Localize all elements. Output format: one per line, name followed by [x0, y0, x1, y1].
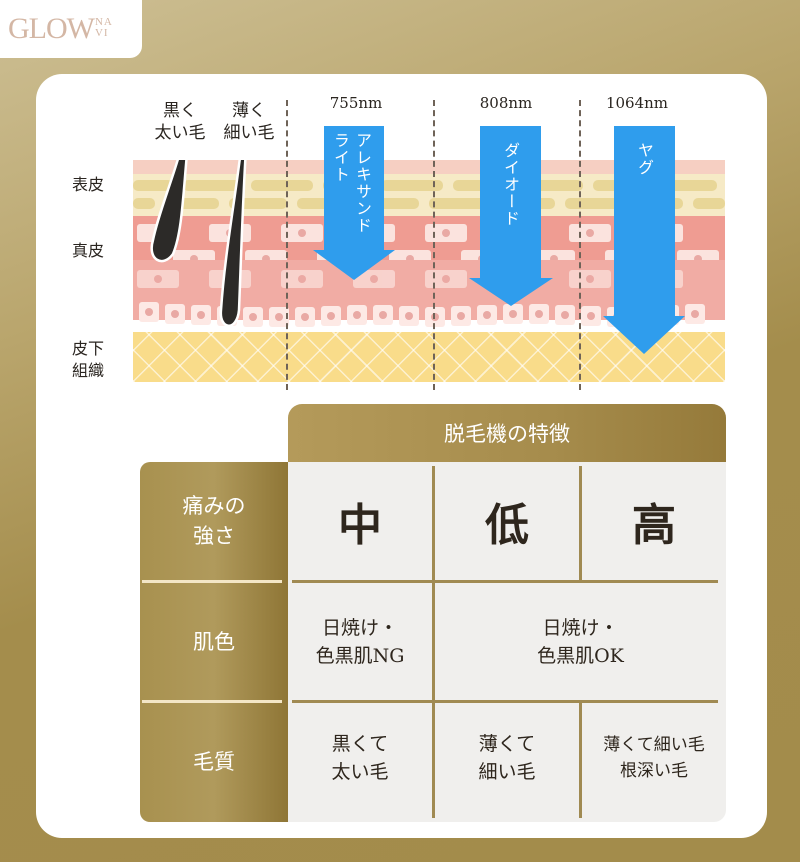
cell-pain-alexandrite: 中: [338, 500, 382, 551]
row-header-column: 痛みの 強さ 肌色 毛質: [140, 462, 288, 822]
wavelength-755: 755nm: [329, 94, 383, 112]
cell-skin-alexandrite: 日焼け・ 色黒肌NG: [315, 616, 405, 667]
table-title: 脱毛機の特徴: [288, 404, 726, 462]
epidermis-top: [133, 160, 725, 174]
grid-line: [292, 700, 718, 703]
layer-label-subcutaneous: 皮下 組織: [72, 339, 105, 380]
hair-follicle-icons: [150, 160, 247, 327]
cell-skin-diode-yag: 日焼け・ 色黒肌OK: [537, 616, 624, 667]
grid-line: [292, 580, 718, 583]
row-header-hair-type: 毛質: [193, 750, 235, 774]
grid-line: [432, 466, 435, 818]
cell-pain-yag: 高: [632, 500, 676, 551]
row-header-skin-color: 肌色: [193, 630, 235, 654]
divider-dashed: [579, 100, 581, 390]
logo-text: GLOW: [8, 12, 95, 45]
divider-dashed: [286, 100, 288, 390]
cell-hair-yag: 薄くて細い毛 根深い毛: [603, 735, 705, 781]
cell-hair-diode: 薄くて 細い毛: [478, 733, 536, 783]
divider-dashed: [433, 100, 435, 390]
wavelength-1064: 1064nm: [605, 94, 669, 112]
row-header-pain: 痛みの 強さ: [182, 494, 246, 548]
grid-line: [579, 466, 582, 580]
hair-label-thin: 薄く 細い毛: [223, 101, 275, 143]
layer-label-dermis: 真皮: [72, 241, 105, 260]
logo: GLOW NA VI: [0, 0, 142, 58]
laser-name: ヤグ: [635, 142, 654, 176]
table-cells: 中 低 高 日焼け・ 色黒肌NG 日焼け・ 色黒肌OK 黒くて 太い毛 薄くて …: [288, 462, 726, 822]
hair-label-thick: 黒く 太い毛: [154, 101, 206, 143]
layer-label-epidermis: 表皮: [72, 175, 105, 194]
grid-line: [579, 703, 582, 818]
logo-subtext: NA VI: [94, 16, 113, 39]
row-divider: [142, 700, 282, 703]
row-divider: [142, 580, 282, 583]
laser-name: ダイオード: [501, 142, 520, 227]
laser-name: アレキサンド ライト: [331, 132, 372, 234]
wavelength-808: 808nm: [479, 94, 533, 112]
cell-pain-diode: 低: [485, 500, 529, 551]
cell-hair-alexandrite: 黒くて 太い毛: [331, 733, 389, 783]
